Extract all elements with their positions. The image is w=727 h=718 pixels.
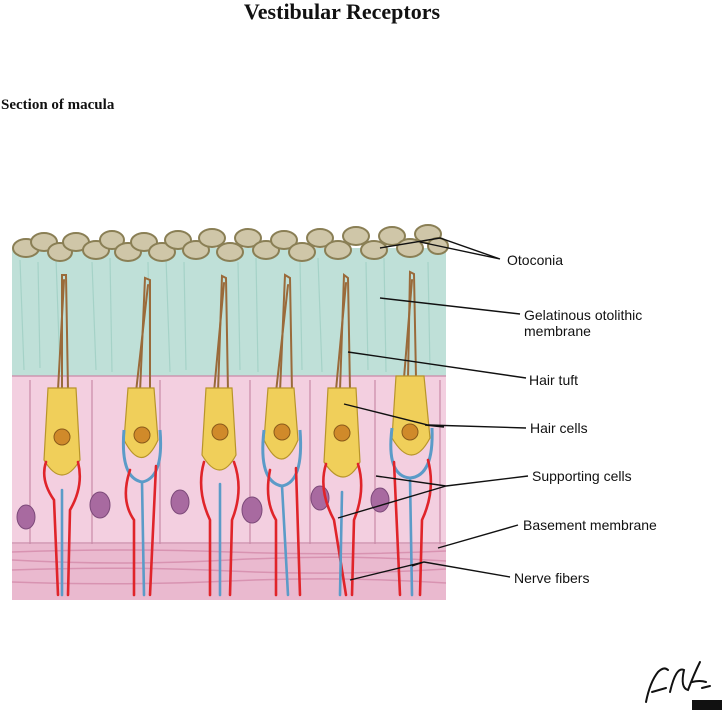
- nerve-fibers-blue: [60, 476, 414, 597]
- artist-signature: [645, 661, 722, 710]
- label-otoconia: Otoconia: [507, 252, 564, 268]
- gelatinous-membrane: [12, 248, 446, 376]
- nerve-fibers-red: [42, 458, 433, 597]
- page-title: Vestibular Receptors: [243, 0, 441, 24]
- leader-hair-cells: [343, 403, 527, 429]
- hair-cell-nuclei: [53, 423, 419, 446]
- hair-tufts: [57, 270, 417, 393]
- leader-otoconia: [379, 237, 501, 260]
- leader-hair-tuft: [347, 351, 527, 379]
- supporting-cell-outlines: [12, 375, 446, 544]
- hair-cell-4: [263, 387, 299, 460]
- supporting-cell-nuclei: [16, 485, 390, 530]
- section-subtitle: Section of macula: [1, 97, 115, 113]
- hair-cell-2: [123, 387, 159, 459]
- leader-lines: [337, 237, 529, 581]
- hair-cell-6: [391, 375, 431, 456]
- label-hair-tuft: Hair tuft: [529, 372, 579, 388]
- icon-logo: [692, 700, 722, 710]
- leader-nerve-fibers: [349, 561, 511, 581]
- leader-basement: [437, 524, 519, 549]
- leader-supporting-cells: [337, 475, 529, 519]
- leader-gelatinous: [379, 297, 521, 315]
- label-hair-cells: Hair cells: [530, 420, 588, 436]
- label-nerve-fibers: Nerve fibers: [514, 570, 590, 586]
- label-gelatinous-line2: membrane: [524, 323, 591, 339]
- gelatinous-streaks: [19, 257, 431, 373]
- label-supporting-cells: Supporting cells: [532, 468, 632, 484]
- hair-cells: [43, 375, 431, 478]
- label-gelatinous-line1: Gelatinous otolithic: [524, 307, 643, 323]
- label-basement-membrane: Basement membrane: [523, 517, 657, 533]
